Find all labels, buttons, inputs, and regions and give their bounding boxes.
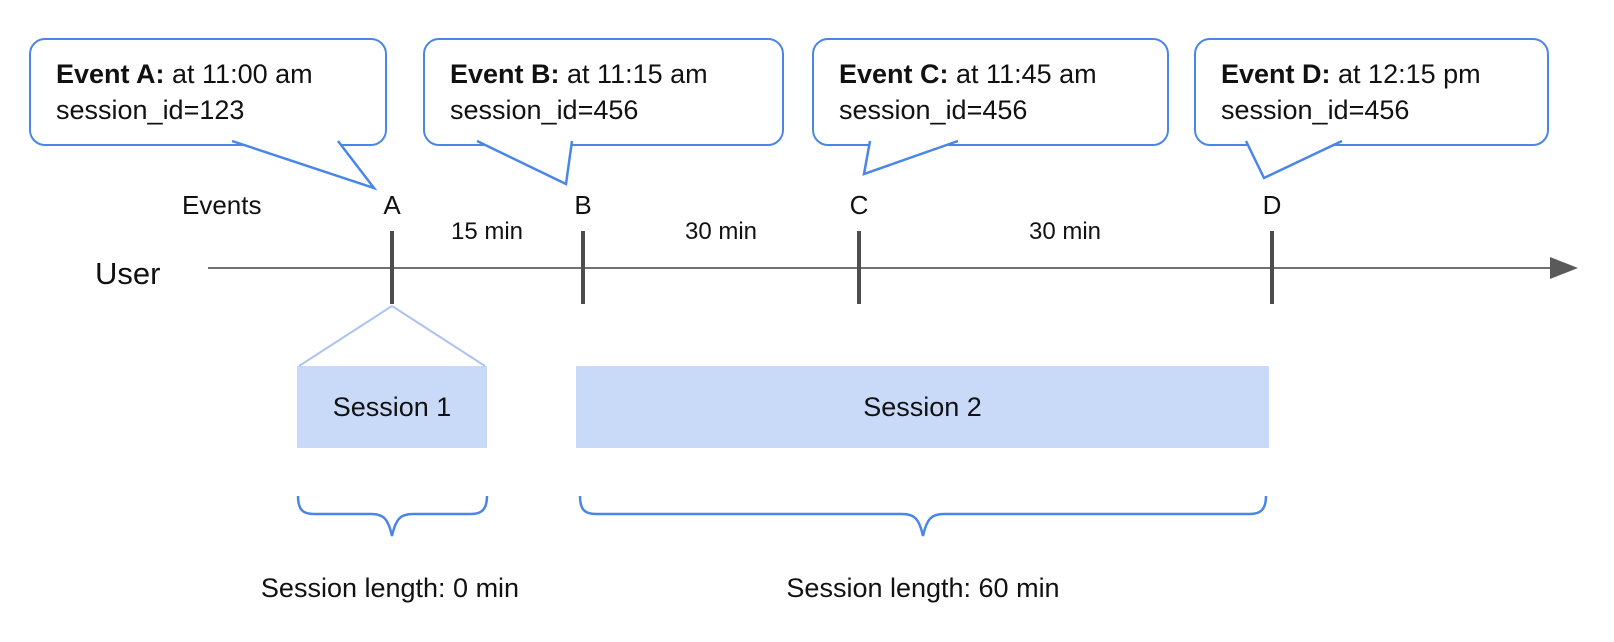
event-a-title: Event A: [56, 59, 165, 89]
event-b-letter: B [574, 190, 592, 220]
event-c-callout: Event C: at 11:45 am session_id=456 [812, 38, 1169, 146]
event-b-callout-line1: Event B: at 11:15 am [450, 56, 782, 92]
event-c-letter: C [849, 190, 869, 220]
event-d-callout: Event D: at 12:15 pm session_id=456 [1194, 38, 1549, 146]
event-b-title: Event B: [450, 59, 560, 89]
event-a-session-id: session_id=123 [56, 95, 245, 125]
events-row-label: Events [182, 190, 262, 220]
event-d-session-id: session_id=456 [1221, 95, 1410, 125]
event-a-callout-tail [231, 139, 378, 191]
event-a-callout-line1: Event A: at 11:00 am [56, 56, 385, 92]
session-1-funnel-left [298, 305, 393, 367]
event-b-callout-tail [476, 139, 574, 186]
timeline-arrowhead-icon [1550, 257, 1578, 279]
event-a-letter: A [383, 190, 401, 220]
event-b-callout: Event B: at 11:15 am session_id=456 [423, 38, 784, 146]
event-d-letter: D [1262, 190, 1282, 220]
event-c-session-id: session_id=456 [839, 95, 1028, 125]
session-2-brace [578, 495, 1268, 537]
session-1-funnel-right [391, 305, 486, 367]
session-2-length-label: Session length: 60 min [786, 573, 1060, 603]
session-2-box: Session 2 [576, 366, 1269, 448]
user-row-label: User [95, 256, 161, 291]
event-d-title: Event D: [1221, 59, 1331, 89]
event-d-callout-line1: Event D: at 12:15 pm [1221, 56, 1547, 92]
event-d-callout-tail [1244, 139, 1343, 180]
event-b-session-id: session_id=456 [450, 95, 639, 125]
event-c-title: Event C: [839, 59, 949, 89]
session-1-length-label: Session length: 0 min [260, 573, 520, 603]
session-1-label: Session 1 [332, 391, 452, 422]
session-2-label: Session 2 [863, 391, 982, 422]
event-a-callout: Event A: at 11:00 am session_id=123 [29, 38, 387, 146]
interval-b-c-label: 30 min [684, 218, 758, 245]
interval-c-d-label: 30 min [1028, 218, 1102, 245]
event-d-time: at 12:15 pm [1330, 59, 1481, 89]
session-1-brace [296, 495, 489, 537]
event-b-time: at 11:15 am [559, 59, 708, 89]
event-c-time: at 11:45 am [948, 59, 1097, 89]
session-1-box: Session 1 [297, 366, 487, 448]
event-c-callout-line1: Event C: at 11:45 am [839, 56, 1167, 92]
interval-a-b-label: 15 min [450, 218, 524, 245]
event-a-time: at 11:00 am [164, 59, 313, 89]
